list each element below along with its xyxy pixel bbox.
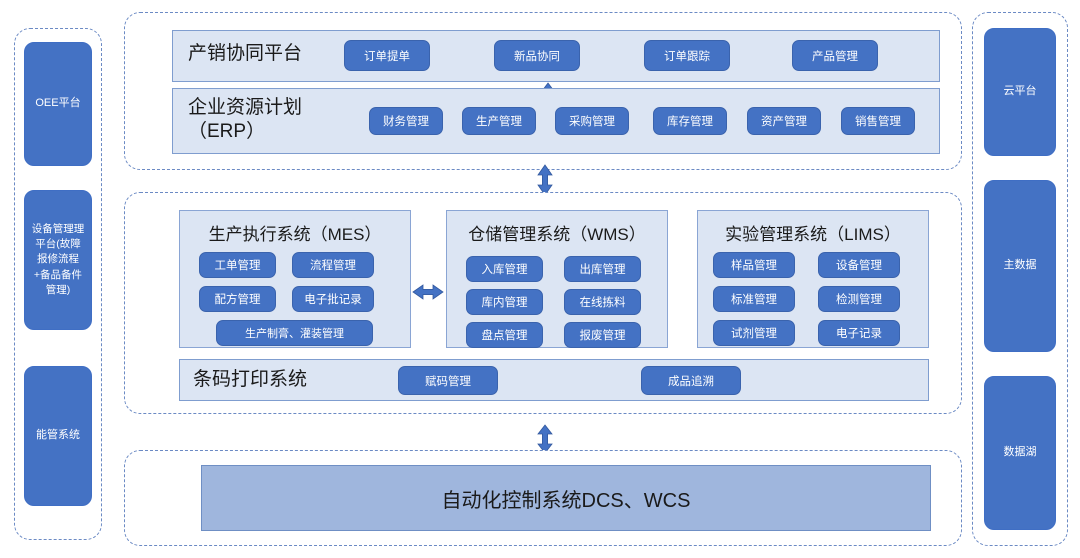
right-rail-item-master-data[interactable]: 主数据 <box>984 180 1056 352</box>
button-inspection-management[interactable]: 检测管理 <box>818 286 900 312</box>
button-finished-goods-traceability-label: 成品追溯 <box>668 375 714 388</box>
button-asset-management-label: 资产管理 <box>761 116 807 128</box>
button-code-assignment-management[interactable]: 赋码管理 <box>398 366 498 395</box>
subsystem-lims-title: 实验管理系统（LIMS） <box>725 225 901 244</box>
right-rail-item-cloud-label: 云平台 <box>1003 85 1037 98</box>
left-rail-item-energy[interactable]: 能管系统 <box>24 366 92 506</box>
sales-production-platform-title: 产销协同平台 <box>188 43 303 64</box>
button-product-management-label: 产品管理 <box>812 50 858 63</box>
button-purchase-management-label: 采购管理 <box>569 116 615 128</box>
button-inbound-management[interactable]: 入库管理 <box>466 256 543 282</box>
button-reagent-management[interactable]: 试剂管理 <box>713 320 795 346</box>
button-finance-management[interactable]: 财务管理 <box>369 107 443 135</box>
button-inventory-management-label: 库存管理 <box>667 116 713 128</box>
button-order-tracking[interactable]: 订单跟踪 <box>644 40 730 71</box>
button-asset-management[interactable]: 资产管理 <box>747 107 821 135</box>
button-production-management-label: 生产管理 <box>476 116 522 128</box>
button-stocktaking-management-label: 盘点管理 <box>481 330 528 342</box>
left-rail-item-equipment[interactable]: 设备管理理平台(故障报修流程+备品备件管理) <box>24 190 92 330</box>
left-rail-item-energy-label: 能管系统 <box>36 429 80 442</box>
button-equipment-management-label: 设备管理 <box>836 260 882 272</box>
button-work-order-management[interactable]: 工单管理 <box>199 252 276 278</box>
button-electronic-batch-record[interactable]: 电子批记录 <box>292 286 374 312</box>
button-paste-filling-management[interactable]: 生产制膏、灌装管理 <box>216 320 373 346</box>
button-recipe-management[interactable]: 配方管理 <box>199 286 276 312</box>
button-outbound-management-label: 出库管理 <box>579 264 626 276</box>
automation-control-band-label: 自动化控制系统DCS、WCS <box>441 489 691 512</box>
button-standard-management[interactable]: 标准管理 <box>713 286 795 312</box>
button-inbound-management-label: 入库管理 <box>481 264 528 276</box>
right-rail-item-data-lake-label: 数据湖 <box>1003 446 1037 459</box>
left-rail-item-equipment-label: 设备管理理平台(故障报修流程+备品备件管理) <box>31 222 85 296</box>
right-rail-item-cloud[interactable]: 云平台 <box>984 28 1056 156</box>
left-rail-item-oee-label: OEE平台 <box>35 97 81 110</box>
button-stocktaking-management[interactable]: 盘点管理 <box>466 322 543 348</box>
button-process-management[interactable]: 流程管理 <box>292 252 374 278</box>
button-sales-management-label: 销售管理 <box>855 116 901 128</box>
button-inventory-management[interactable]: 库存管理 <box>653 107 727 135</box>
button-in-warehouse-management-label: 库内管理 <box>481 297 528 309</box>
erp-panel-title: 企业资源计划 （ERP） <box>188 97 303 142</box>
button-in-warehouse-management[interactable]: 库内管理 <box>466 289 543 315</box>
button-new-product-collaboration-label: 新品协同 <box>514 50 560 63</box>
right-rail-item-master-data-label: 主数据 <box>1003 259 1037 272</box>
button-sales-management[interactable]: 销售管理 <box>841 107 915 135</box>
arrow-mes-to-wms <box>412 284 444 300</box>
button-scrap-management-label: 报废管理 <box>579 330 626 342</box>
right-rail-item-data-lake[interactable]: 数据湖 <box>984 376 1056 530</box>
subsystem-mes-title: 生产执行系统（MES） <box>208 225 382 244</box>
button-inspection-management-label: 检测管理 <box>836 294 882 306</box>
button-order-submission-label: 订单提单 <box>364 50 410 63</box>
button-purchase-management[interactable]: 采购管理 <box>555 107 629 135</box>
barcode-printing-panel-title: 条码打印系统 <box>193 369 308 390</box>
button-production-management[interactable]: 生产管理 <box>462 107 536 135</box>
barcode-printing-panel <box>179 359 929 401</box>
subsystem-wms-title: 仓储管理系统（WMS） <box>468 225 646 244</box>
button-sample-management[interactable]: 样品管理 <box>713 252 795 278</box>
button-recipe-management-label: 配方管理 <box>214 294 261 306</box>
button-online-picking-label: 在线拣料 <box>579 297 626 309</box>
button-online-picking[interactable]: 在线拣料 <box>564 289 641 315</box>
button-process-management-label: 流程管理 <box>310 260 356 272</box>
button-finance-management-label: 财务管理 <box>383 116 429 128</box>
button-electronic-batch-record-label: 电子批记录 <box>304 294 362 306</box>
button-electronic-record-label: 电子记录 <box>836 328 882 340</box>
button-equipment-management[interactable]: 设备管理 <box>818 252 900 278</box>
button-standard-management-label: 标准管理 <box>731 294 777 306</box>
button-sample-management-label: 样品管理 <box>731 260 777 272</box>
button-code-assignment-management-label: 赋码管理 <box>425 375 471 388</box>
button-product-management[interactable]: 产品管理 <box>792 40 878 71</box>
button-order-tracking-label: 订单跟踪 <box>664 50 710 63</box>
button-finished-goods-traceability[interactable]: 成品追溯 <box>641 366 741 395</box>
button-reagent-management-label: 试剂管理 <box>731 328 777 340</box>
button-scrap-management[interactable]: 报废管理 <box>564 322 641 348</box>
automation-control-band[interactable]: 自动化控制系统DCS、WCS <box>201 465 931 531</box>
button-paste-filling-management-label: 生产制膏、灌装管理 <box>245 328 344 340</box>
button-electronic-record[interactable]: 电子记录 <box>818 320 900 346</box>
button-order-submission[interactable]: 订单提单 <box>344 40 430 71</box>
button-work-order-management-label: 工单管理 <box>214 260 261 272</box>
left-rail-item-oee[interactable]: OEE平台 <box>24 42 92 166</box>
button-outbound-management[interactable]: 出库管理 <box>564 256 641 282</box>
button-new-product-collaboration[interactable]: 新品协同 <box>494 40 580 71</box>
